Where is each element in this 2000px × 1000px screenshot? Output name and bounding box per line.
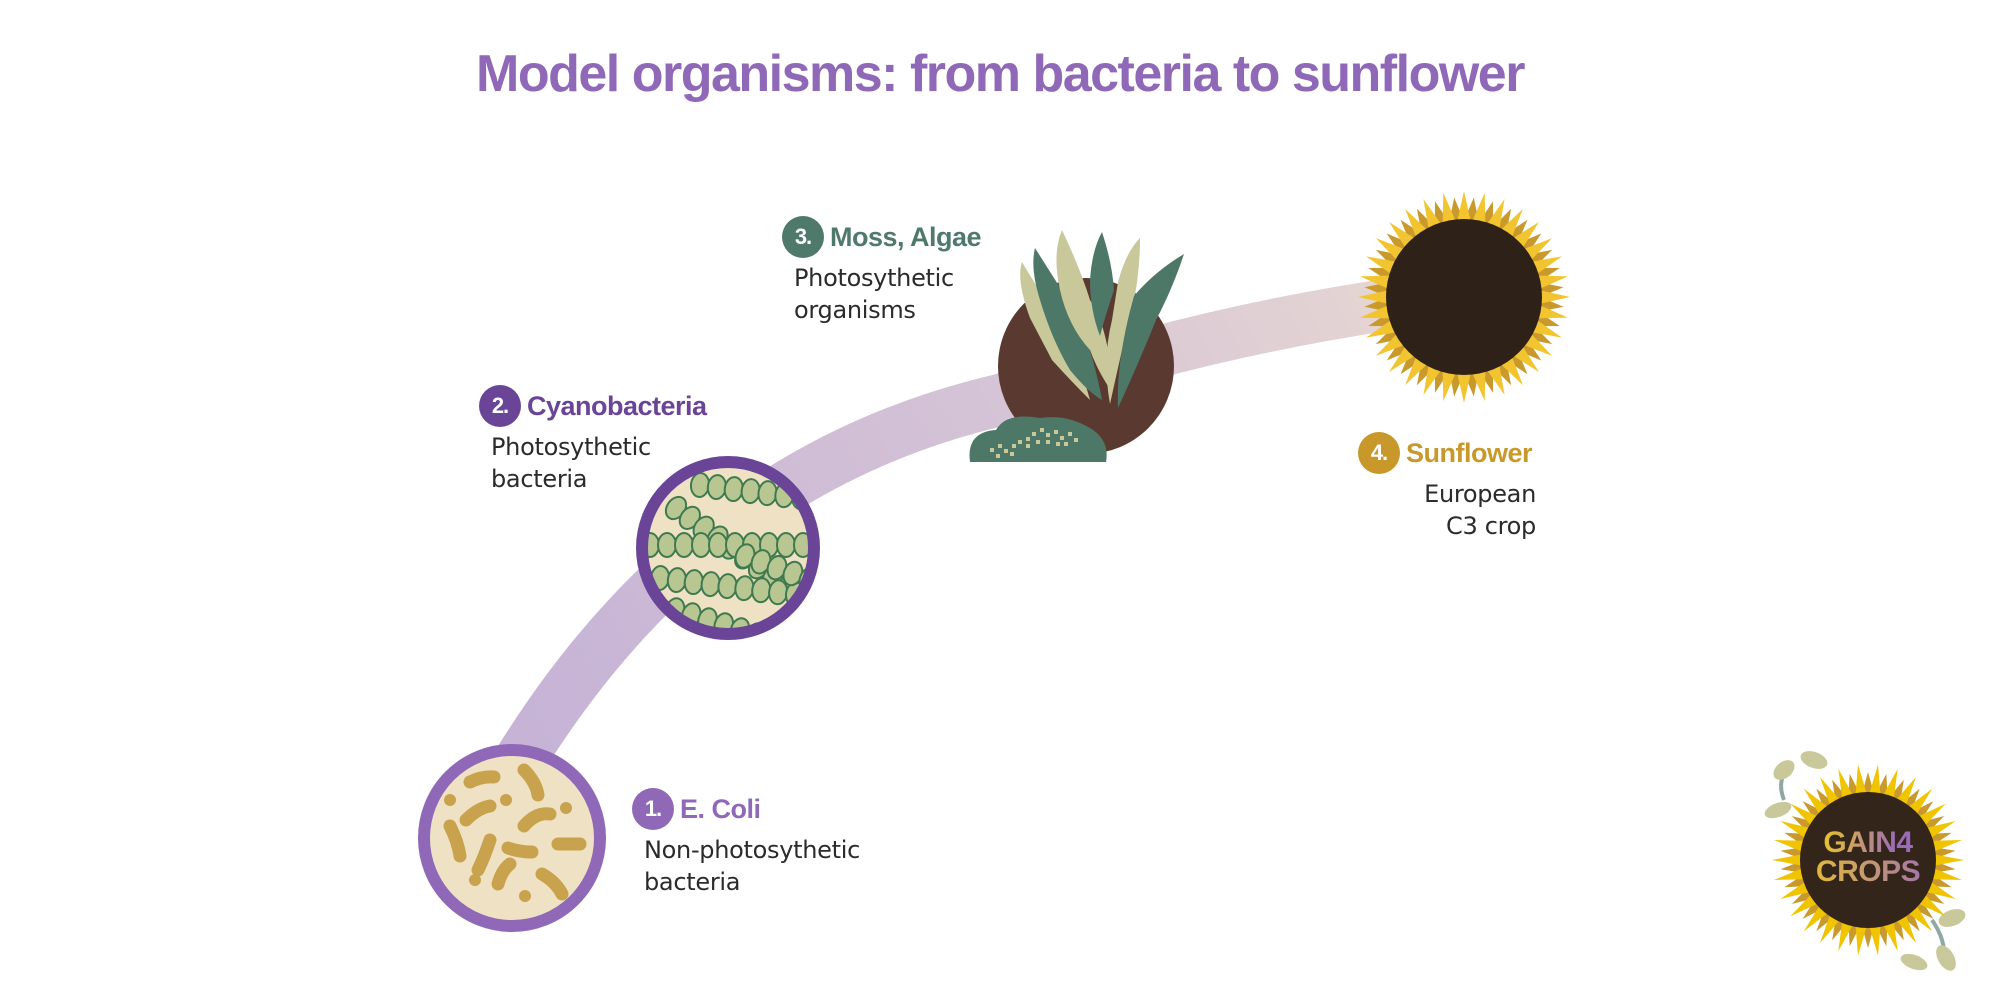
petal <box>1926 840 1962 854</box>
moss-spore <box>1060 436 1064 440</box>
petal <box>1360 304 1394 319</box>
petal <box>1929 853 1964 867</box>
petal <box>1774 866 1810 880</box>
petal <box>1772 853 1807 867</box>
petal <box>1442 193 1457 227</box>
stage-name: Sunflower <box>1406 437 1533 468</box>
moss-spore <box>1054 430 1058 434</box>
sunflower-icon <box>1358 191 1570 403</box>
cyanobacteria-cell <box>674 532 694 558</box>
petal <box>1537 289 1570 305</box>
stage-label-sunflower: 4. Sunflower European C3 crop <box>1358 432 1536 542</box>
logo-text: GAIN4 CROPS <box>1800 828 1936 887</box>
moss-spore <box>996 454 1000 458</box>
cyanobacteria-cell <box>777 631 801 659</box>
petal <box>1926 866 1962 880</box>
stage-description: Photosythetic bacteria <box>491 433 651 493</box>
moss-spore <box>1036 440 1040 444</box>
moss-spore <box>1010 452 1014 456</box>
moss-spore <box>1026 437 1030 441</box>
progression-arc <box>497 274 1424 774</box>
stage-name: E. Coli <box>680 793 761 824</box>
petal <box>1360 275 1394 290</box>
cyanobacteria-cell <box>657 532 677 558</box>
moss-spore <box>1012 444 1016 448</box>
moss-spore <box>1068 432 1072 436</box>
stage-number-badge: 1. <box>632 788 674 830</box>
cyanobacteria-icon <box>636 456 837 659</box>
moss-spore <box>990 448 994 452</box>
stage-name: Cyanobacteria <box>527 390 707 421</box>
moss-spore <box>1026 444 1030 448</box>
moss-spore <box>1004 449 1008 453</box>
petal <box>1442 367 1457 401</box>
petal <box>1456 191 1472 224</box>
stage-number-badge: 2. <box>479 385 521 427</box>
petal <box>1471 193 1486 227</box>
petal <box>1456 370 1472 403</box>
cyanobacteria-cell <box>812 571 837 600</box>
petal <box>1534 275 1568 290</box>
stage-number-badge: 3. <box>782 216 824 258</box>
stage-description: European C3 crop <box>1424 480 1536 540</box>
ecoli-icon <box>418 744 606 932</box>
petal <box>1774 840 1810 854</box>
petal <box>1534 304 1568 319</box>
stage-label-moss-algae: 3. Moss, Algae Photosythetic organisms <box>782 216 982 326</box>
cyanobacteria-cell <box>708 532 728 558</box>
stage-number-badge: 4. <box>1358 432 1400 474</box>
petal <box>1868 920 1881 956</box>
gain4crops-logo <box>1764 751 1966 971</box>
petal <box>1855 764 1868 800</box>
cyanobacteria-cell <box>776 532 796 558</box>
moss-spore <box>998 444 1002 448</box>
cyanobacteria-cell <box>729 617 751 630</box>
petal <box>1358 289 1391 305</box>
moss-spore <box>1018 440 1022 444</box>
stage-description: Photosythetic organisms <box>794 264 954 324</box>
petal <box>1855 920 1868 956</box>
stage-label-ecoli: 1. E. Coli Non-photosythetic bacteria <box>632 788 860 898</box>
moss-spore <box>1074 438 1078 442</box>
moss-spore <box>1056 442 1060 446</box>
stage-description: Non-photosythetic bacteria <box>644 836 860 896</box>
stage-name: Moss, Algae <box>830 221 982 252</box>
moss-spore <box>1064 442 1068 446</box>
moss-spore <box>1046 440 1050 444</box>
moss-spore <box>1046 433 1050 437</box>
moss-algae-icon <box>969 230 1184 462</box>
cyanobacteria-cell <box>793 532 810 558</box>
stage-label-cyanobacteria: 2. Cyanobacteria Photosythetic bacteria <box>479 385 707 495</box>
moss-spore <box>1040 428 1044 432</box>
moss-spore <box>1032 432 1036 436</box>
cyanobacteria-cell <box>691 532 711 558</box>
page-title: Model organisms: from bacteria to sunflo… <box>476 45 1525 103</box>
petal <box>1868 764 1881 800</box>
petal <box>1471 367 1486 401</box>
